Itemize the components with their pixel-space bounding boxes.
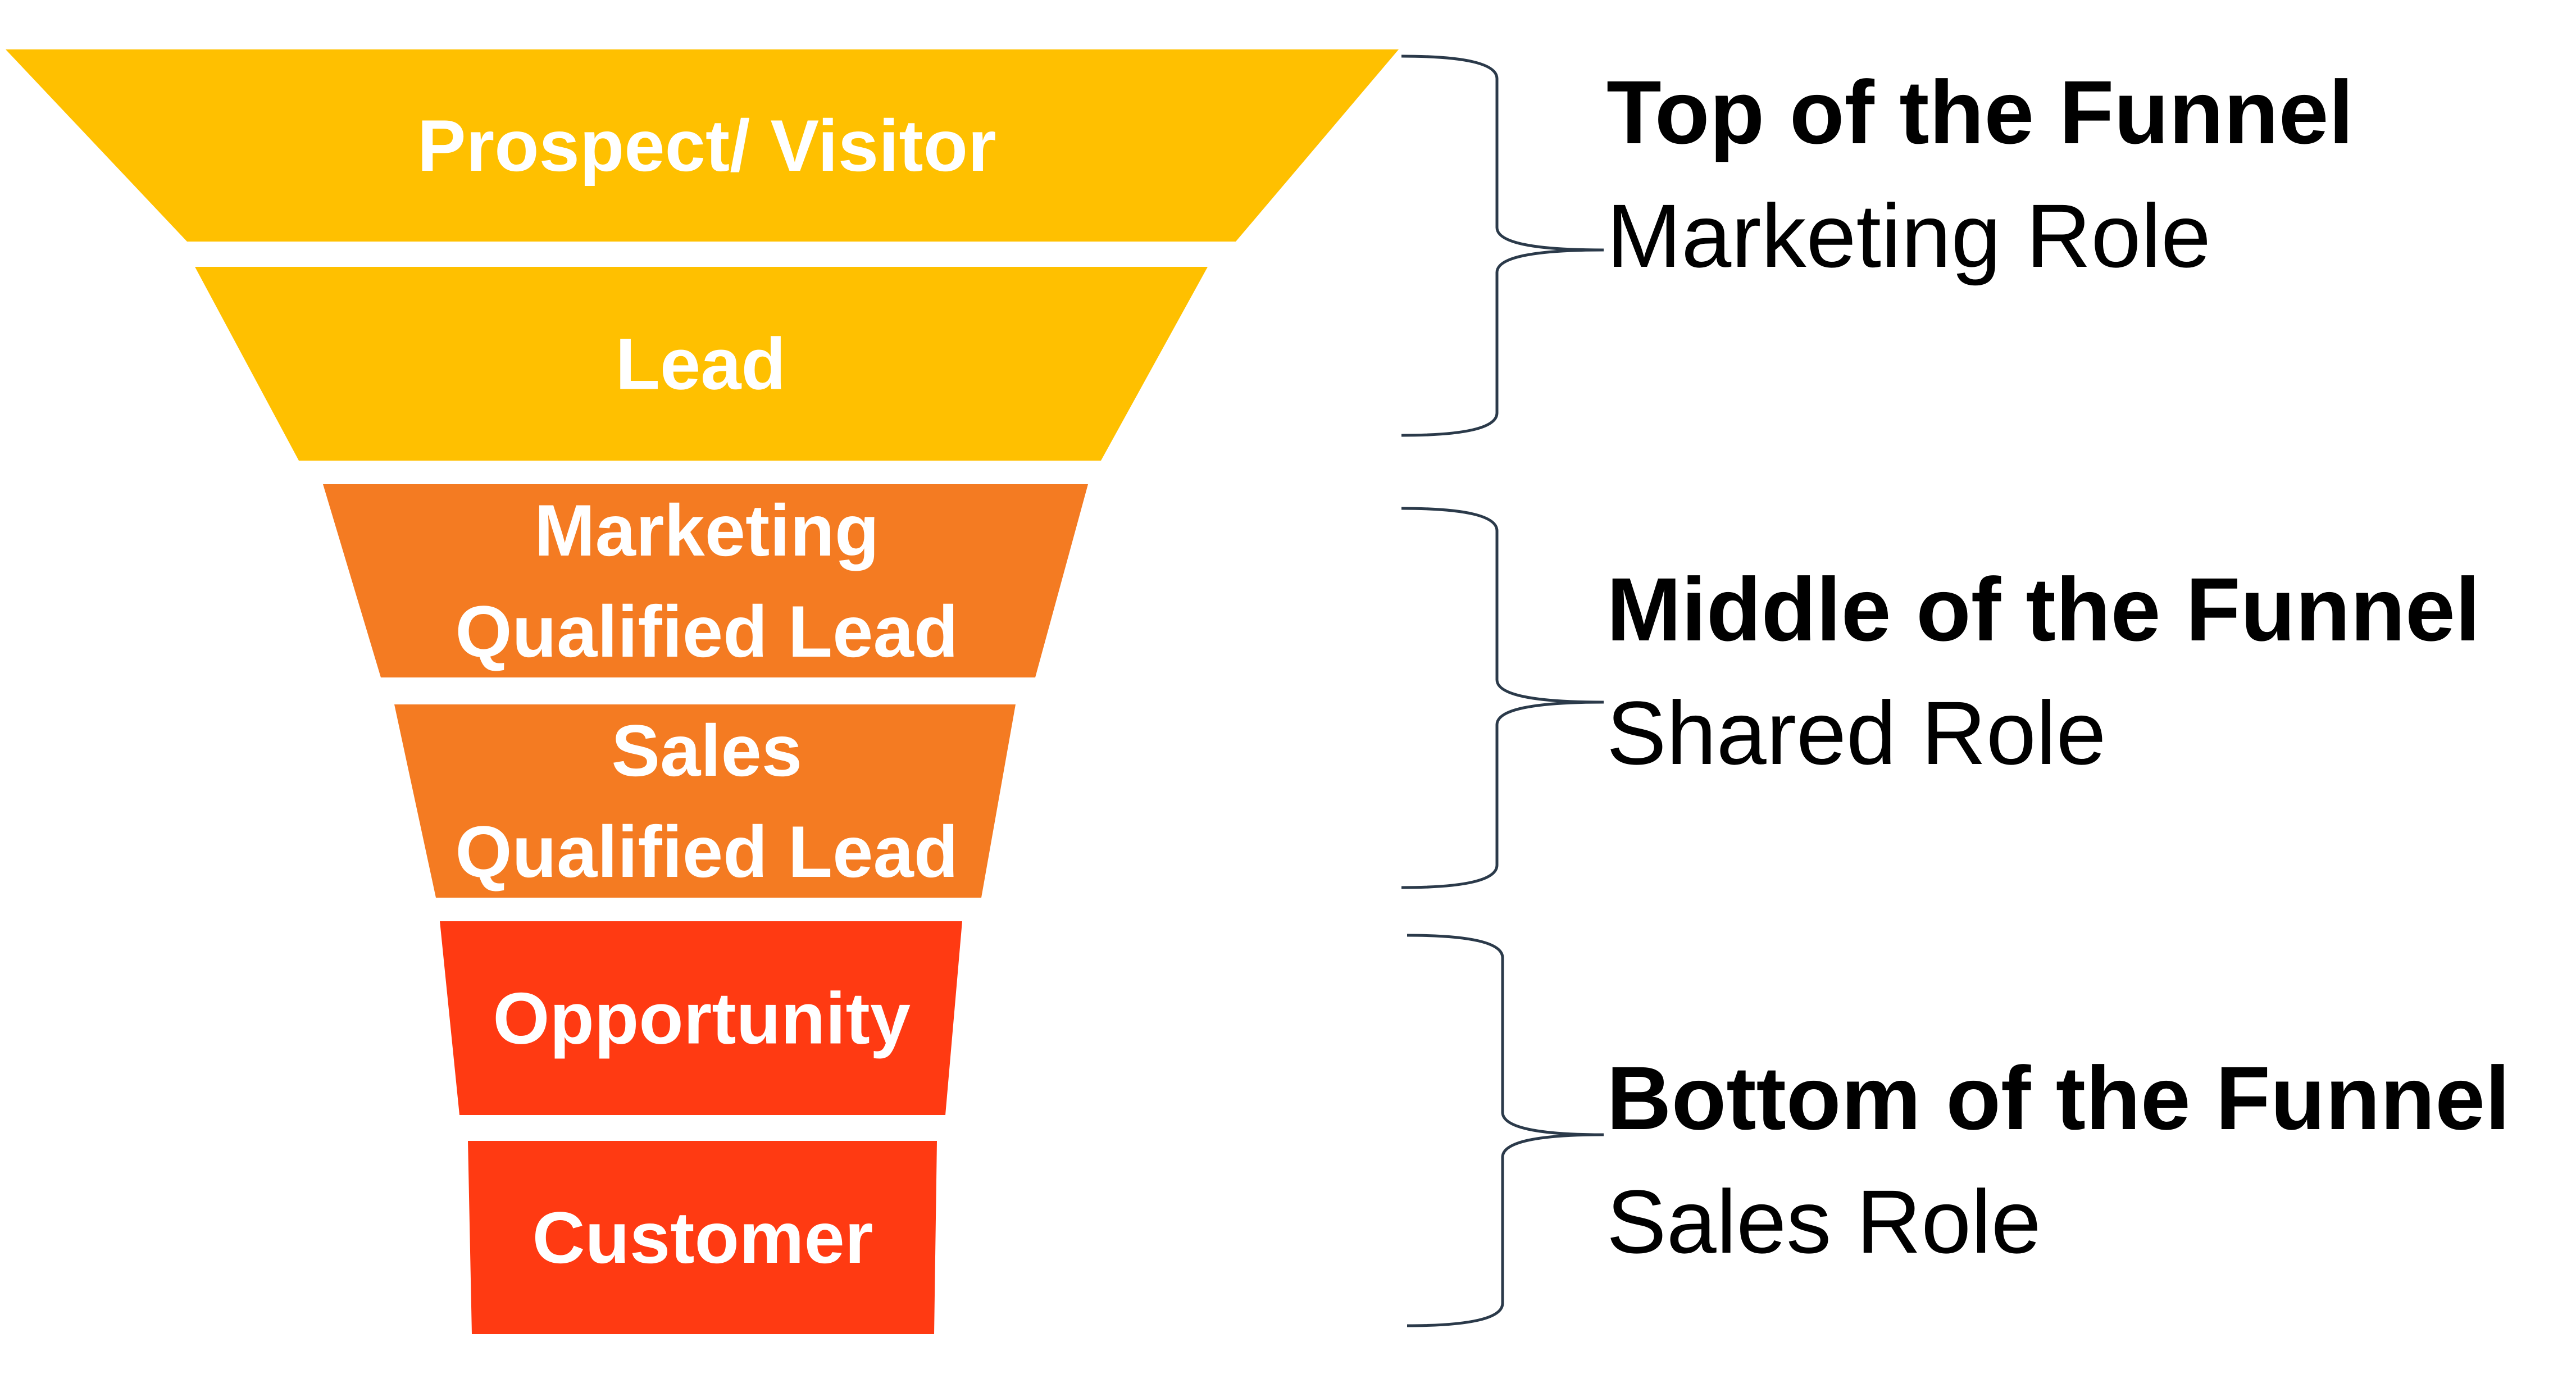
group-braces [1401, 54, 1604, 1327]
funnel-stage-shape [6, 49, 1399, 242]
funnel-stage-shape [394, 704, 1016, 898]
funnel-stage-label: Opportunity [493, 977, 911, 1059]
funnel-stage-label: Marketing [534, 489, 879, 571]
funnel-stage-shape [195, 267, 1208, 461]
curly-brace [1401, 54, 1604, 437]
funnel-stage-label: Sales [611, 709, 802, 791]
funnel-stage-label: Qualified Lead [455, 590, 958, 672]
funnel-stage-label: Customer [533, 1197, 873, 1279]
group-role: Shared Role [1606, 683, 2106, 783]
group-role: Marketing Role [1606, 185, 2211, 286]
group-title: Middle of the Funnel [1606, 559, 2480, 659]
funnel-stages: Prospect/ VisitorLeadMarketingQualified … [6, 49, 1399, 1334]
funnel-stage-shape [468, 1141, 937, 1334]
funnel-stage-shape [440, 921, 962, 1115]
curly-brace [1407, 934, 1604, 1327]
curly-brace [1401, 507, 1604, 889]
group-role: Sales Role [1606, 1171, 2041, 1272]
funnel-stage-label: Lead [616, 323, 786, 405]
funnel-stage-label: Qualified Lead [455, 811, 958, 893]
group-title: Bottom of the Funnel [1606, 1048, 2510, 1148]
funnel-stage-label: Prospect/ Visitor [417, 104, 996, 186]
funnel-stage-shape [323, 484, 1088, 677]
group-title: Top of the Funnel [1606, 62, 2354, 162]
